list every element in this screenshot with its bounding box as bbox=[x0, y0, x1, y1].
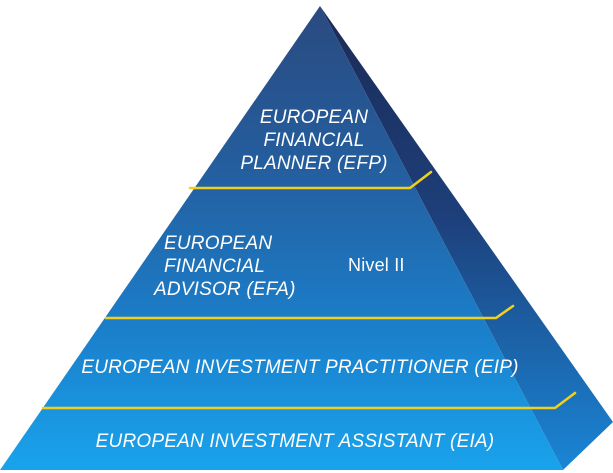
pyramid-front-face bbox=[0, 6, 563, 470]
level-efa-line-1: EUROPEAN bbox=[164, 233, 273, 254]
level-eia-label: EUROPEAN INVESTMENT ASSISTANT (EIA) bbox=[60, 430, 530, 453]
level-efa-side-label: Nivel II bbox=[348, 255, 405, 275]
level-dividers bbox=[41, 170, 577, 410]
divider-efp-efa bbox=[188, 170, 433, 190]
level-efp-line-1: EUROPEAN bbox=[259, 107, 369, 128]
level-efp-label: EUROPEAN FINANCIAL PLANNER (EFP) bbox=[232, 106, 396, 175]
divider-efa-eip bbox=[104, 304, 515, 320]
pyramid-side-face bbox=[320, 6, 613, 470]
level-efp-line-3: PLANNER (EFP) bbox=[240, 153, 388, 174]
level-efa-line-2: FINANCIAL bbox=[164, 256, 266, 277]
divider-eip-eia bbox=[41, 391, 577, 410]
level-eia-line-1: EUROPEAN INVESTMENT ASSISTANT (EIA) bbox=[95, 431, 495, 452]
level-efp-line-2: FINANCIAL bbox=[263, 130, 365, 151]
level-eip-line-1: EUROPEAN INVESTMENT PRACTITIONER (EIP) bbox=[81, 357, 519, 378]
level-efa-label: EUROPEAN FINANCIAL ADVISOR (EFA) bbox=[148, 232, 318, 301]
level-efa-line-3: ADVISOR (EFA) bbox=[154, 279, 296, 300]
level-eip-label: EUROPEAN INVESTMENT PRACTITIONER (EIP) bbox=[70, 356, 530, 379]
